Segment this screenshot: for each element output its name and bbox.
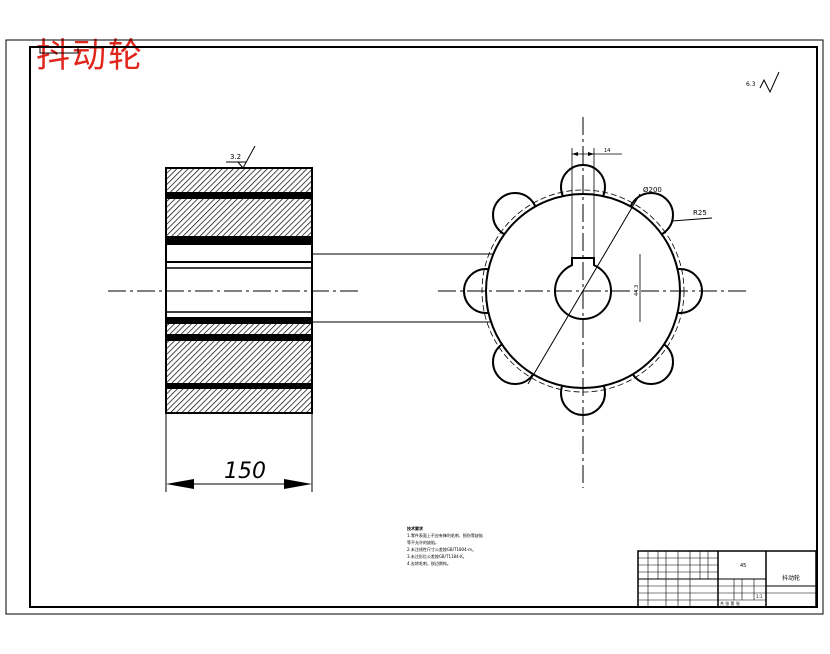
top-roughness-symbol: 3.2 <box>226 145 256 169</box>
tech-note: 3.未注形位公差按GB/T1184-K。 <box>407 553 467 559</box>
band <box>166 383 312 389</box>
tech-note: 2.未注线性尺寸公差按GB/T1804-m。 <box>407 546 476 552</box>
diameter-leader <box>527 193 641 385</box>
band <box>166 236 312 244</box>
keyway-dimension: 14 <box>571 148 622 258</box>
keyway-width-value: 14 <box>604 148 610 154</box>
tech-note: 等不允许的缺陷。 <box>407 539 439 545</box>
corner-roughness-symbol: 6.3 <box>746 71 780 94</box>
width-dimension: 150 <box>165 413 313 492</box>
band <box>166 192 312 199</box>
inner-border <box>29 46 818 608</box>
title-block-scale: 1:1 <box>756 594 763 599</box>
section-view: 3.2 150 <box>108 145 360 492</box>
tech-notes: 技术要求 1.零件表面上不应有锋利毛刺、损伤等缺陷 等不允许的缺陷。 2.未注线… <box>407 525 483 566</box>
label-box <box>39 46 79 54</box>
tech-note: 4.去除毛刺，锐边倒钝。 <box>407 560 451 566</box>
corner-roughness-value: 6.3 <box>746 81 756 88</box>
title-block-material: 45 <box>740 563 746 569</box>
tech-note: 1.零件表面上不应有锋利毛刺、损伤等缺陷 <box>407 532 483 538</box>
front-view: Ø200 R25 14 44.3 <box>438 117 750 488</box>
tech-note: 技术要求 <box>407 525 424 531</box>
outer-border <box>5 39 824 615</box>
band <box>166 334 312 341</box>
bore <box>165 243 313 319</box>
band <box>166 318 312 324</box>
lower-hatch <box>165 317 313 414</box>
shaft-dim-value: 44.3 <box>634 285 640 296</box>
title-block-sheet: 共 张 第 张 <box>720 600 740 606</box>
shaft-dimension: 44.3 <box>634 254 641 322</box>
title-block: 45 抖动轮 1:1 共 张 第 张 <box>637 550 817 608</box>
title-block-part-name: 抖动轮 <box>782 574 800 582</box>
top-roughness-value: 3.2 <box>230 153 241 161</box>
upper-hatch <box>165 167 313 245</box>
width-dim-value: 150 <box>224 459 266 484</box>
drawing-title-cn: 抖动轮 <box>36 36 144 76</box>
lobe-radius-value: R25 <box>693 209 707 217</box>
radius-leader <box>671 217 713 222</box>
pitch-dia-value: Ø200 <box>643 186 662 194</box>
